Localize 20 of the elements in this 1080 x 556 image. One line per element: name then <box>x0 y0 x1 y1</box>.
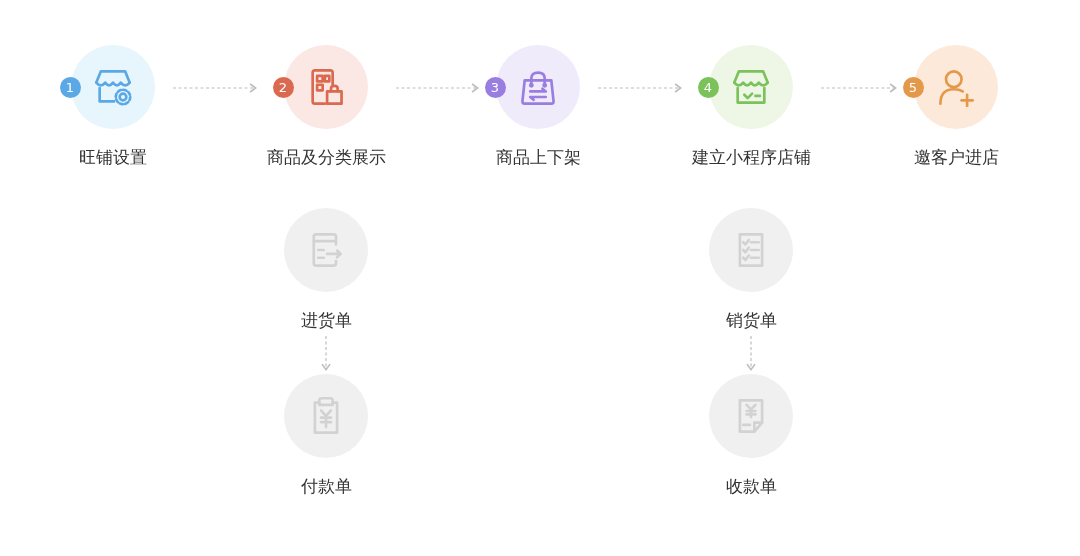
arrow <box>172 83 257 93</box>
arrow <box>820 83 897 93</box>
number-badge: 3 <box>484 76 506 98</box>
number-badge: 5 <box>902 76 924 98</box>
number-badge: 4 <box>697 76 719 98</box>
number-badge: 2 <box>272 76 294 98</box>
arrow <box>395 83 479 93</box>
step-label: 进货单 <box>299 309 353 331</box>
step-label: 旺铺设置 <box>78 146 148 168</box>
arrow <box>746 335 756 371</box>
arrow <box>597 83 682 93</box>
step-label: 商品及分类展示 <box>265 146 387 168</box>
step-label: 收款单 <box>724 475 778 497</box>
number-badge: 1 <box>59 76 81 98</box>
step-label: 付款单 <box>299 475 353 497</box>
step-label: 销货单 <box>724 309 778 331</box>
step-label: 建立小程序店铺 <box>690 146 812 168</box>
arrow <box>321 335 331 371</box>
step-label: 商品上下架 <box>494 146 582 168</box>
step-label: 邀客户进店 <box>912 146 1000 168</box>
